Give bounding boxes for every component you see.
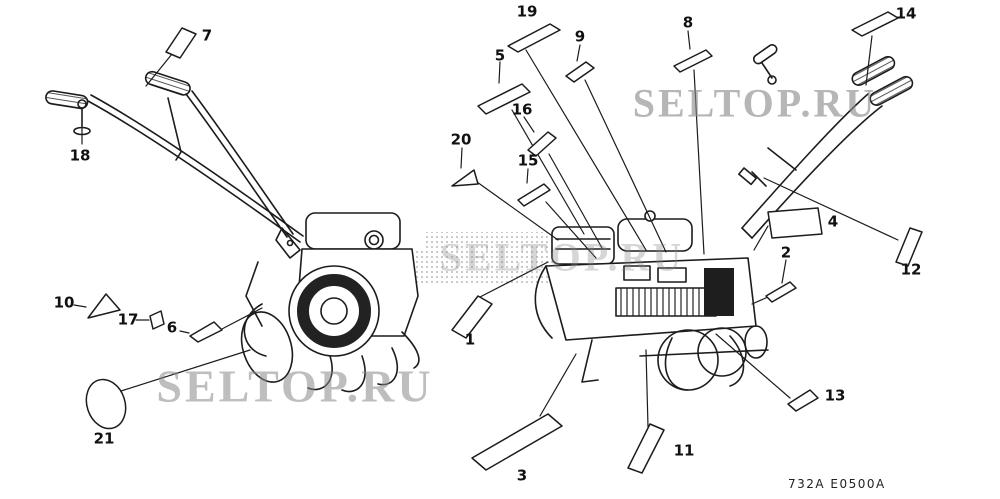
- label-shape-15: [517, 183, 551, 207]
- label-shape-5: [477, 83, 531, 115]
- label-shape-7: [165, 27, 197, 59]
- callout-6: 6: [166, 318, 178, 337]
- label-shape-16: [527, 131, 557, 157]
- callout-17: 17: [117, 310, 139, 329]
- callout-8: 8: [682, 13, 694, 32]
- label-shape-10: [87, 293, 121, 319]
- label-shape-8: [673, 49, 713, 73]
- label-shape-14: [851, 11, 899, 37]
- label-shape-20: [451, 169, 479, 187]
- callout-18: 18: [69, 146, 91, 165]
- callout-2: 2: [780, 243, 792, 262]
- label-shape-1: [451, 295, 493, 339]
- label-shapes: [85, 11, 923, 474]
- leader-lines: [73, 30, 899, 428]
- label-shape-6: [189, 321, 223, 343]
- label-shape-12: [895, 227, 923, 267]
- callout-16: 16: [511, 100, 533, 119]
- callout-5: 5: [494, 46, 506, 65]
- label-shape-19: [507, 23, 561, 53]
- label-shape-21: [85, 378, 127, 430]
- label-shape-3: [471, 413, 563, 471]
- callout-19: 19: [516, 2, 538, 21]
- machine-left-view: [45, 70, 420, 393]
- callout-10: 10: [53, 293, 75, 312]
- callout-20: 20: [450, 130, 472, 149]
- label-shape-11: [627, 423, 665, 474]
- label-shape-4: [767, 207, 823, 239]
- callout-1: 1: [464, 330, 476, 349]
- callout-14: 14: [895, 4, 917, 23]
- label-shape-9: [565, 61, 595, 83]
- label-shape-17: [149, 310, 165, 330]
- callout-12: 12: [900, 260, 922, 279]
- label-shape-2: [765, 281, 797, 303]
- machine-right-view: [534, 44, 914, 391]
- callout-13: 13: [824, 386, 846, 405]
- callout-9: 9: [574, 27, 586, 46]
- callout-21: 21: [93, 429, 115, 448]
- callout-4: 4: [827, 212, 839, 231]
- callout-15: 15: [517, 151, 539, 170]
- callout-11: 11: [673, 441, 695, 460]
- callout-3: 3: [516, 466, 528, 485]
- label-shape-13: [787, 389, 819, 412]
- part-code: 732A E0500A: [788, 477, 886, 491]
- callout-7: 7: [201, 26, 213, 45]
